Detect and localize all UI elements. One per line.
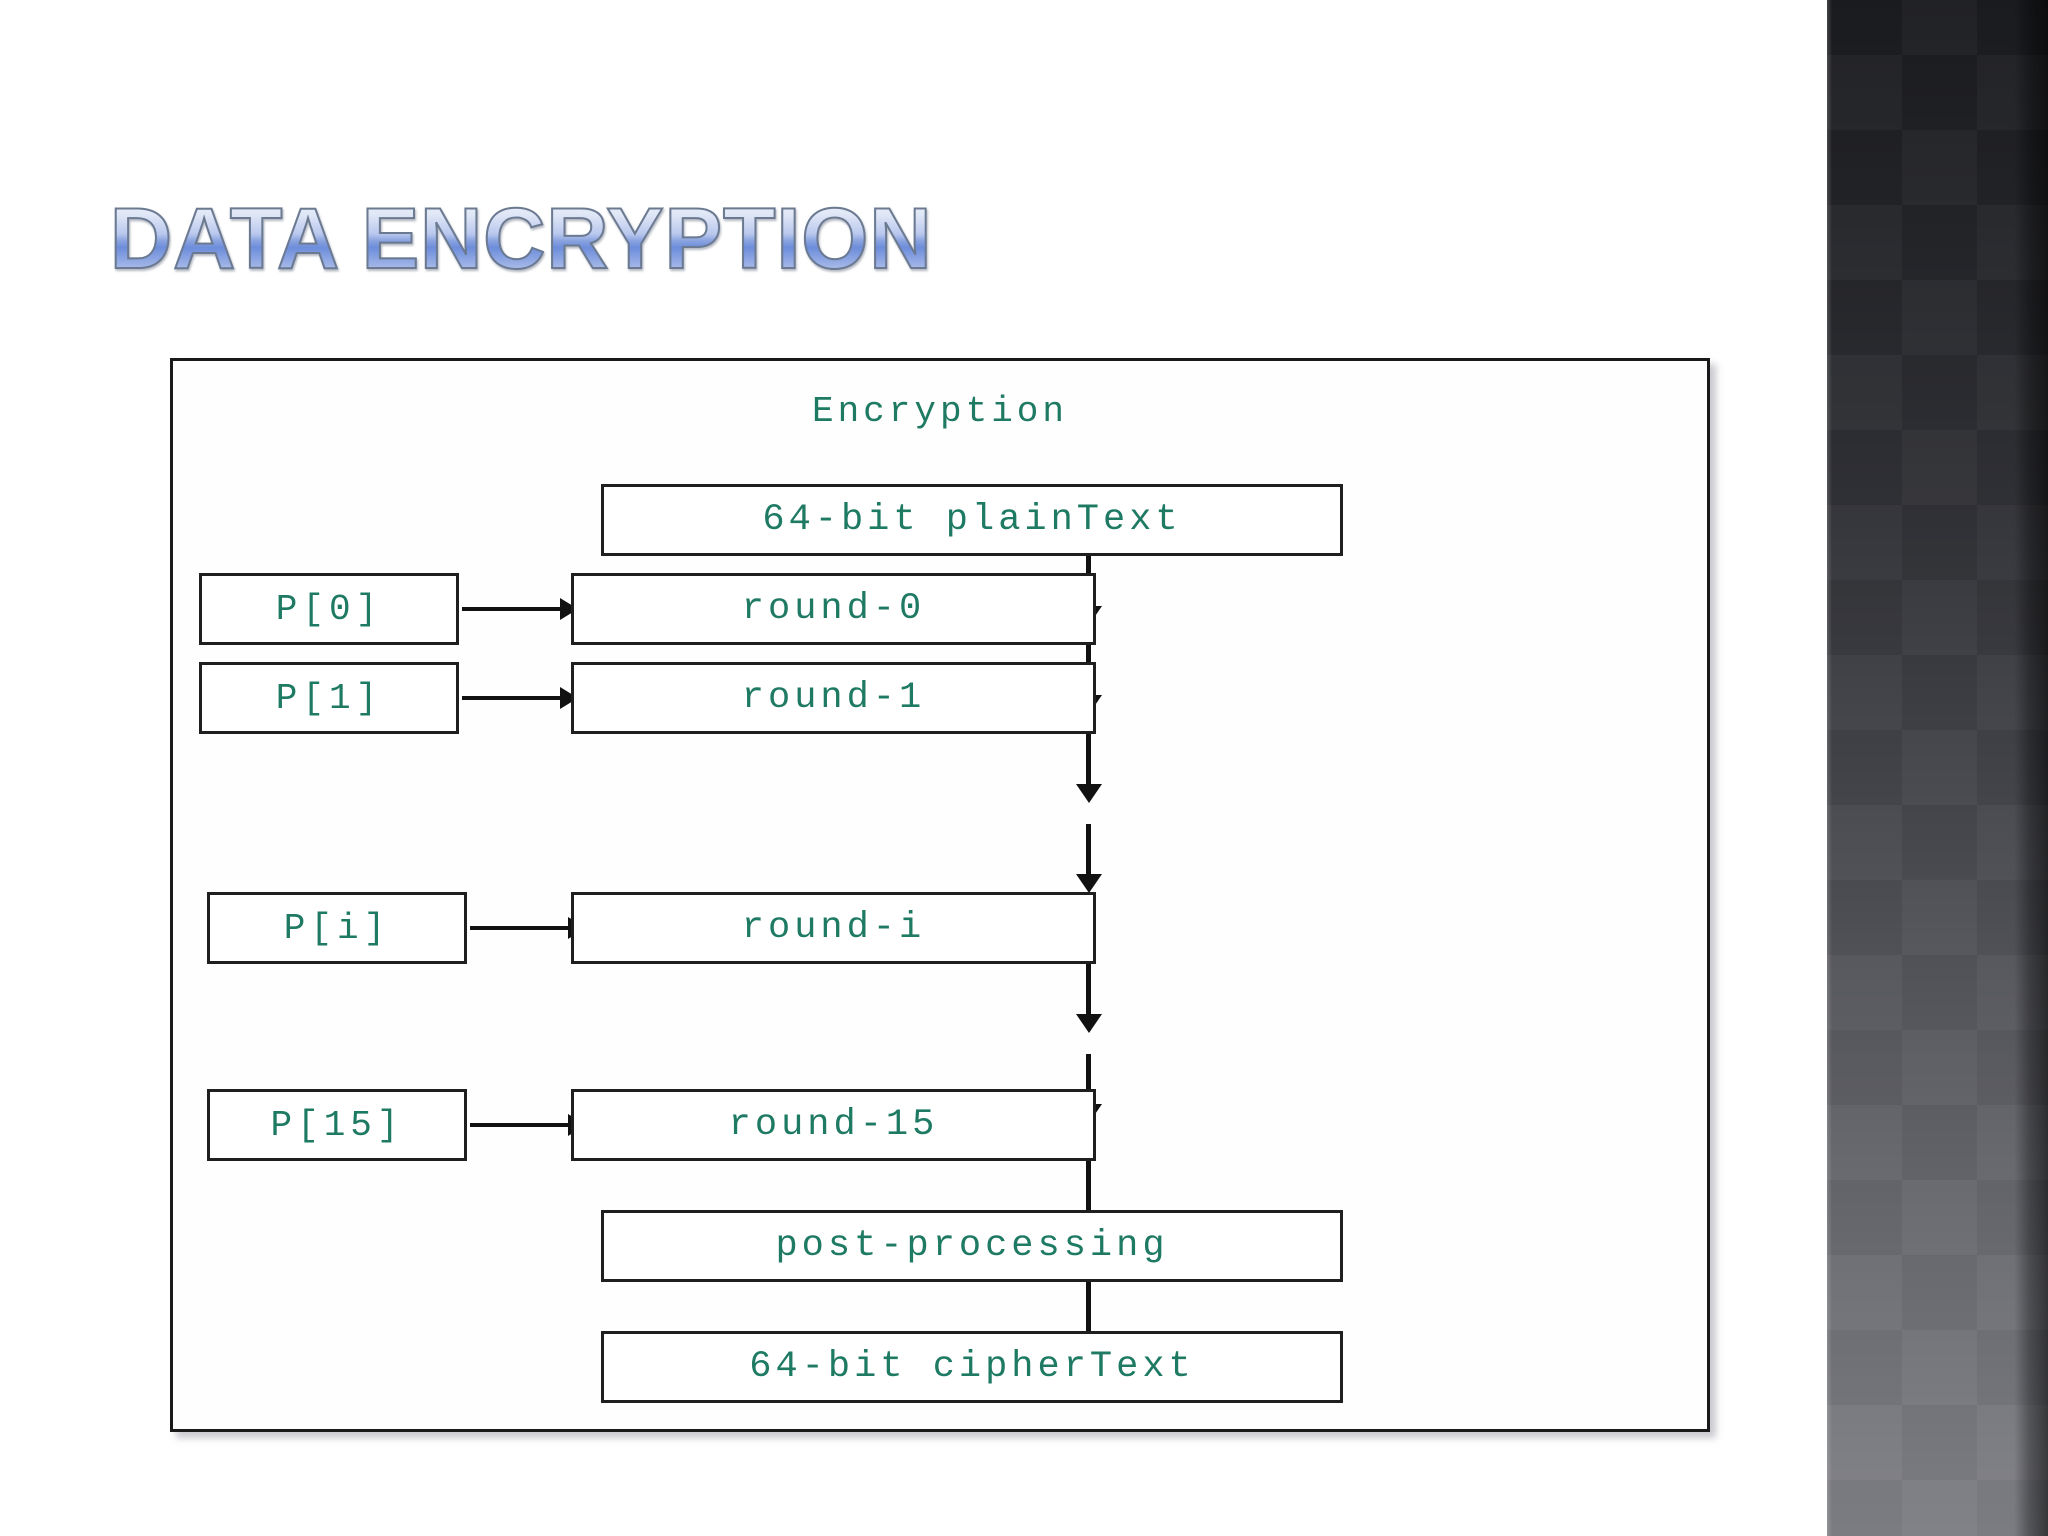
- arrow-continuation-upper: [1086, 734, 1091, 786]
- arrow-round-15-to-post-processing: [1086, 1161, 1091, 1213]
- node-round-i: round-i: [571, 892, 1096, 964]
- arrow-continuation-lower: [1086, 824, 1091, 876]
- arrow-continuation-after-round-i-upper: [1086, 964, 1091, 1016]
- node-key-pi: P[i]: [207, 892, 467, 964]
- page-title: Data Encryption: [109, 191, 933, 287]
- node-key-p15: P[15]: [207, 1089, 467, 1161]
- arrow-p15-to-round-15: [470, 1123, 570, 1127]
- arrow-continuation-after-round-i-lower: [1086, 1054, 1091, 1106]
- node-plaintext: 64-bit plainText: [601, 484, 1343, 556]
- sidebar-diamond-pattern: [1827, 0, 2048, 1536]
- sidebar-left-highlight: [1827, 0, 1832, 1536]
- arrow-p1-to-round-1: [462, 696, 562, 700]
- node-ciphertext: 64-bit cipherText: [601, 1331, 1343, 1403]
- node-round-15: round-15: [571, 1089, 1096, 1161]
- arrow-pi-to-round-i: [470, 926, 570, 930]
- encryption-flow-diagram: Encryption 64-bit plainText P[0] round-0…: [173, 361, 1707, 1429]
- node-round-0: round-0: [571, 573, 1096, 645]
- diagram-frame: Encryption 64-bit plainText P[0] round-0…: [170, 358, 1710, 1432]
- sidebar-right-shadow: [2014, 0, 2048, 1536]
- slide-sidebar-decoration: [1827, 0, 2048, 1536]
- diagram-caption: Encryption: [811, 391, 1069, 432]
- node-post-processing: post-processing: [601, 1210, 1343, 1282]
- node-key-p0: P[0]: [199, 573, 459, 645]
- arrow-post-processing-to-ciphertext: [1086, 1282, 1091, 1334]
- node-key-p1: P[1]: [199, 662, 459, 734]
- arrow-p0-to-round-0: [462, 607, 562, 611]
- node-round-1: round-1: [571, 662, 1096, 734]
